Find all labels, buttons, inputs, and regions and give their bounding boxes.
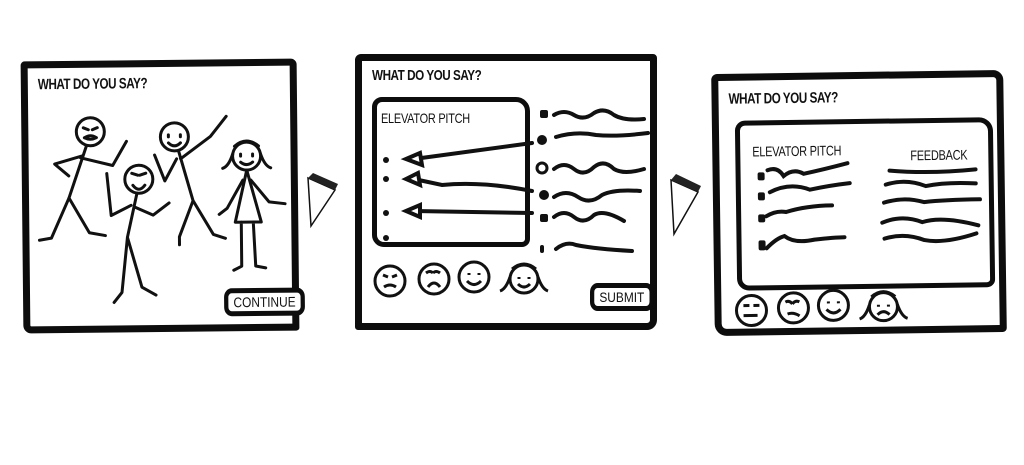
crying-figure-icon — [105, 163, 171, 304]
angry-figure-icon — [37, 116, 128, 242]
feedback-line-1 — [887, 167, 978, 175]
neutral-face-icon — [734, 294, 768, 328]
girl-figure-icon — [217, 139, 287, 272]
next-arrow-icon — [670, 174, 701, 237]
skeptical-face-icon — [776, 291, 810, 325]
angry-face-icon — [373, 264, 407, 298]
elevator-pitch-box: ELEVATOR PITCH — [372, 97, 530, 247]
option-line-5 — [552, 211, 626, 223]
feedback-line-5 — [882, 231, 979, 244]
smile-face-icon — [816, 288, 850, 322]
option-line-1 — [552, 108, 646, 122]
drag-arrow-3 — [412, 209, 534, 215]
pitch-line-3 — [764, 203, 835, 219]
panel-2-title: WHAT DO YOU SAY? — [372, 67, 482, 84]
next-arrow-icon — [307, 173, 338, 229]
pitch-line-4 — [764, 233, 847, 251]
girl-smile-face-icon — [499, 262, 549, 295]
feedback-line-4 — [880, 216, 981, 228]
option-line-2 — [554, 131, 650, 139]
drag-arrow-2 — [412, 177, 534, 193]
girl-sad-face-icon — [858, 290, 909, 323]
feedback-illustration — [734, 161, 982, 328]
crying-face-icon — [417, 262, 451, 296]
pitch-options-illustration — [373, 108, 650, 298]
panel-3-frame: WHAT DO YOU SAY? ELEVATOR PITCH FEEDBACK — [711, 69, 1007, 337]
panel-1-frame: WHAT DO YOU SAY? — [20, 58, 306, 334]
pointing-figure-icon — [153, 114, 228, 247]
feedback-line-3 — [881, 197, 982, 205]
stick-figures-illustration — [37, 114, 287, 304]
submit-button[interactable]: SUBMIT — [590, 283, 654, 311]
option-line-4 — [552, 188, 642, 203]
drag-arrow-1 — [412, 141, 534, 161]
continue-button[interactable]: CONTINUE — [223, 287, 306, 317]
panel-2-frame: WHAT DO YOU SAY? ELEVATOR PITCH — [355, 54, 657, 330]
smile-face-icon — [457, 260, 491, 294]
option-line-6 — [554, 241, 634, 253]
feedback-line-2 — [883, 179, 978, 189]
elevator-pitch-title: ELEVATOR PITCH — [381, 110, 470, 126]
pitch-line-1 — [765, 161, 850, 180]
option-line-3 — [552, 161, 646, 175]
pitch-line-2 — [767, 181, 852, 195]
